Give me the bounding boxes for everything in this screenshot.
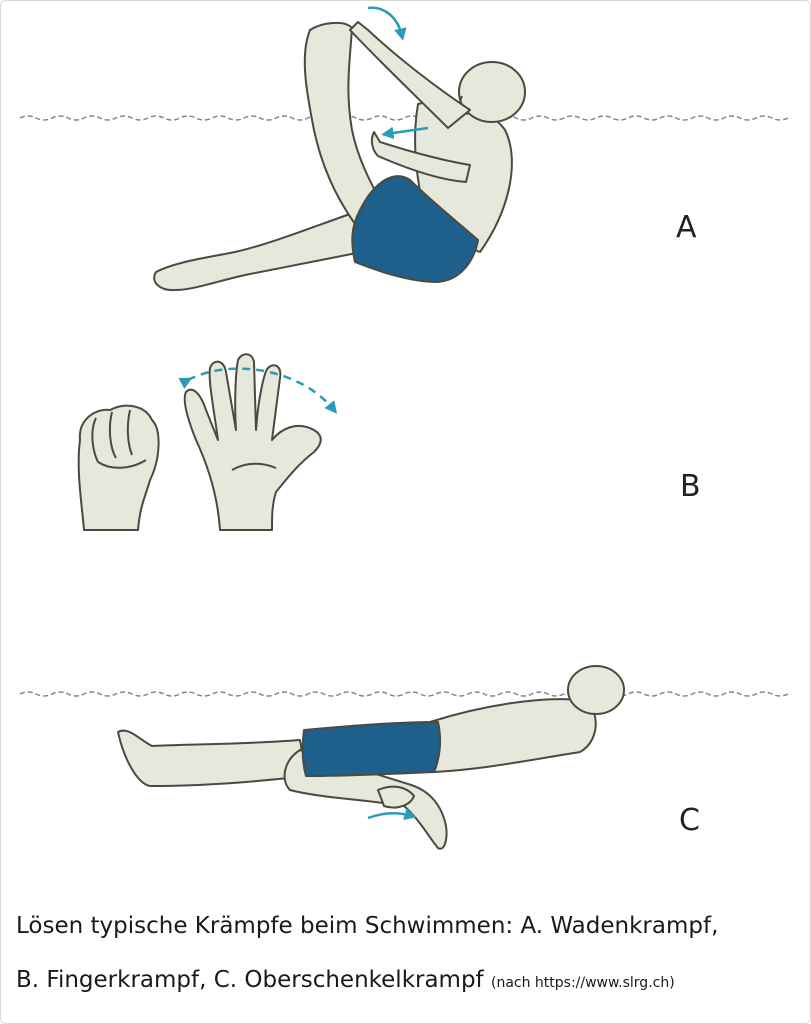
water-surface-line-a [19, 115, 789, 121]
fist-icon [77, 404, 160, 531]
water-surface-line-c [19, 691, 789, 697]
open-hand-icon [183, 353, 322, 531]
swimmer-calf-stretch-icon [153, 21, 526, 292]
arrow-curved-icon [367, 6, 407, 41]
caption-line-2: B. Fingerkrampf, C. Oberschenkelkrampf (… [16, 967, 675, 993]
panel-label-b: B [680, 469, 701, 504]
floating-swimmer-icon [117, 665, 625, 850]
arrow-curved-icon [178, 367, 338, 414]
arrow-straight-icon [367, 807, 417, 820]
caption-text: B. Fingerkrampf, C. Oberschenkelkrampf [16, 967, 484, 993]
panel-c-illustration [19, 665, 789, 850]
panel-b-illustration [77, 353, 338, 531]
arrow-straight-icon [381, 126, 429, 140]
illustration [19, 6, 789, 850]
panel-a-illustration [19, 6, 789, 292]
panel-label-a: A [676, 210, 697, 245]
panel-label-c: C [679, 803, 700, 838]
caption-source: (nach https://www.slrg.ch) [490, 975, 675, 991]
caption-line-1: Lösen typische Krämpfe beim Schwimmen: A… [16, 913, 719, 939]
